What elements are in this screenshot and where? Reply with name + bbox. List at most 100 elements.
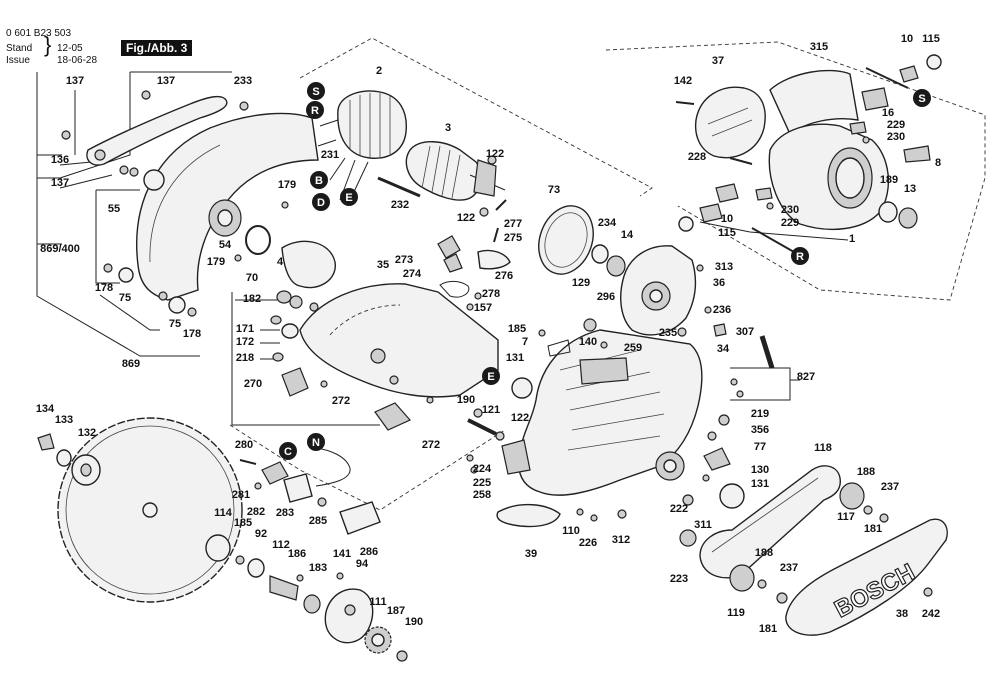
part-label-230: 230 <box>887 131 905 143</box>
part-label-272: 272 <box>422 439 440 451</box>
lower-guard <box>299 283 499 431</box>
part-label-136: 136 <box>51 154 69 166</box>
gear-cover-111 <box>324 588 374 644</box>
motor-field-2 <box>317 90 407 201</box>
part-label-296: 296 <box>597 291 615 303</box>
part-label-188: 188 <box>755 547 773 559</box>
part-label-38: 38 <box>896 608 908 620</box>
part-label-1: 1 <box>849 233 855 245</box>
part-label-172: 172 <box>236 336 254 348</box>
part-label-122: 122 <box>511 412 529 424</box>
part-label-280: 280 <box>235 439 253 451</box>
laser-module-parts <box>239 447 381 535</box>
switch-block-270 <box>281 367 309 397</box>
part-label-110: 110 <box>562 525 580 537</box>
part-label-183: 183 <box>309 562 327 574</box>
doc-number: 0 601 B23 503 <box>6 28 72 39</box>
part-label-7: 7 <box>522 336 528 348</box>
part-label-117: 117 <box>837 511 855 523</box>
marker-s: S <box>307 82 325 100</box>
part-label-54: 54 <box>219 239 232 251</box>
bracket-827-lines <box>730 367 800 401</box>
part-label-140: 140 <box>579 336 597 348</box>
part-label-118: 118 <box>814 442 832 454</box>
part-label-827: 827 <box>797 371 815 383</box>
part-label-142: 142 <box>674 75 692 87</box>
guard-part-4 <box>281 240 336 289</box>
marker-disc <box>306 101 324 119</box>
brush-holder-parts <box>437 199 511 311</box>
marker-letter: R <box>796 251 804 263</box>
blade-screws-134-132 <box>37 433 101 486</box>
part-label-277: 277 <box>504 218 522 230</box>
part-label-137: 137 <box>51 177 69 189</box>
header-brace: } <box>44 32 52 57</box>
part-label-187: 187 <box>387 605 405 617</box>
part-label-37: 37 <box>712 55 724 67</box>
marker-letter: N <box>312 437 320 449</box>
part-label-242: 242 <box>922 608 940 620</box>
part-label-122: 122 <box>457 212 475 224</box>
part-label-237: 237 <box>780 562 798 574</box>
part-label-225: 225 <box>473 477 491 489</box>
marker-disc <box>310 171 328 189</box>
part-label-186: 186 <box>288 548 306 560</box>
pulleys <box>729 482 889 604</box>
part-label-75: 75 <box>169 318 181 330</box>
part-label-270: 270 <box>244 378 262 390</box>
part-label-233: 233 <box>234 75 252 87</box>
marker-letter: D <box>317 197 325 209</box>
marker-disc <box>307 433 325 451</box>
part-label-35: 35 <box>377 259 389 271</box>
part-label-14: 14 <box>621 229 634 241</box>
marker-disc <box>279 442 297 460</box>
blade-guard <box>136 112 319 301</box>
part-label-115: 115 <box>718 227 736 239</box>
part-label-281: 281 <box>232 489 250 501</box>
part-label-185: 185 <box>508 323 526 335</box>
part-label-275: 275 <box>504 232 522 244</box>
motor-housing-1 <box>768 123 890 230</box>
armature-3 <box>405 141 506 201</box>
part-label-179: 179 <box>207 256 225 268</box>
brush-122b <box>479 207 489 217</box>
part-label-315: 315 <box>810 41 828 53</box>
guard-lever <box>86 95 228 166</box>
part-label-229: 229 <box>781 217 799 229</box>
marker-letter: S <box>918 93 925 105</box>
part-label-185: 185 <box>234 517 252 529</box>
stand-label: Stand <box>6 43 33 54</box>
part-label-182: 182 <box>243 293 261 305</box>
fan-73 <box>538 205 594 275</box>
part-label-236: 236 <box>713 304 731 316</box>
part-label-75: 75 <box>119 292 131 304</box>
marker-d: D <box>312 193 330 211</box>
marker-c: C <box>279 442 297 460</box>
part-label-119: 119 <box>727 607 745 619</box>
part-label-282: 282 <box>247 506 265 518</box>
part-label-235: 235 <box>659 327 677 339</box>
brush-caps-right <box>678 183 918 253</box>
part-label-73: 73 <box>548 184 560 196</box>
part-label-115: 115 <box>922 33 940 45</box>
marker-s: S <box>913 89 931 107</box>
switch-parts-10-16 <box>729 54 942 165</box>
part-label-224: 224 <box>473 463 492 475</box>
left-bracket-lines <box>36 71 380 426</box>
part-label-222: 222 <box>670 503 688 515</box>
clamp-ring-54 <box>245 225 271 255</box>
marker-n: N <box>307 433 325 451</box>
part-label-869: 869 <box>122 358 140 370</box>
marker-letter: E <box>345 192 352 204</box>
part-label-134: 134 <box>36 403 55 415</box>
marker-disc <box>312 193 330 211</box>
part-label-232: 232 <box>391 199 409 211</box>
gear-187 <box>364 626 408 662</box>
part-label-137: 137 <box>66 75 84 87</box>
marker-letter: C <box>284 446 292 458</box>
part-label-181: 181 <box>759 623 777 635</box>
part-label-356: 356 <box>751 424 769 436</box>
part-label-131: 131 <box>506 352 524 364</box>
marker-disc <box>482 367 500 385</box>
